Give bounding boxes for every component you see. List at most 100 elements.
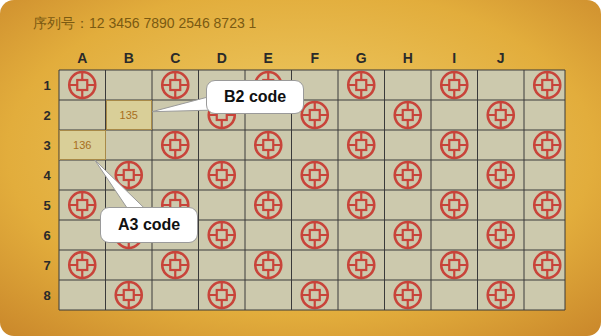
logo-ring bbox=[488, 282, 514, 308]
grid-ground bbox=[59, 70, 565, 310]
bank-logo bbox=[348, 192, 374, 218]
bank-logo bbox=[255, 252, 281, 278]
logo-ring bbox=[162, 132, 188, 158]
column-letter: A bbox=[77, 51, 87, 65]
logo-square bbox=[310, 110, 320, 120]
column-letter: D bbox=[217, 51, 227, 65]
grid-line bbox=[59, 70, 565, 71]
row-number: 7 bbox=[43, 259, 50, 272]
logo-square bbox=[496, 290, 506, 300]
logo-bars bbox=[441, 252, 467, 278]
callout-text: A3 code bbox=[118, 217, 180, 233]
bank-logo bbox=[69, 192, 95, 218]
logo-ring bbox=[209, 282, 235, 308]
callout-bubble: B2 code bbox=[206, 80, 304, 114]
bank-logo bbox=[534, 252, 560, 278]
logo-ring bbox=[209, 222, 235, 248]
logo-square bbox=[124, 170, 134, 180]
logo-bars bbox=[348, 192, 374, 218]
logo-square bbox=[356, 140, 366, 150]
bank-logo bbox=[488, 162, 514, 188]
logo-ring bbox=[255, 192, 281, 218]
logo-square bbox=[496, 230, 506, 240]
column-letter: I bbox=[452, 51, 456, 65]
logo-bars bbox=[302, 102, 328, 128]
logo-ring bbox=[441, 132, 467, 158]
logo-square bbox=[449, 80, 459, 90]
logo-bars bbox=[116, 282, 142, 308]
logo-bars bbox=[209, 222, 235, 248]
logo-square bbox=[263, 260, 273, 270]
logo-square bbox=[496, 170, 506, 180]
logo-ring bbox=[69, 252, 95, 278]
logo-bars bbox=[255, 252, 281, 278]
logo-ring bbox=[162, 72, 188, 98]
logo-square bbox=[310, 170, 320, 180]
code-cell: 135 bbox=[106, 100, 153, 130]
bank-logo bbox=[162, 252, 188, 278]
bank-logo bbox=[162, 72, 188, 98]
logo-square bbox=[542, 80, 552, 90]
callout-bubble: A3 code bbox=[100, 207, 198, 243]
logo-square bbox=[310, 230, 320, 240]
bank-logo bbox=[441, 252, 467, 278]
bank-logo bbox=[441, 192, 467, 218]
bank-logo bbox=[302, 282, 328, 308]
logo-bars bbox=[488, 282, 514, 308]
logo-square bbox=[356, 260, 366, 270]
logo-ring bbox=[395, 102, 421, 128]
logo-square bbox=[77, 260, 87, 270]
logo-square bbox=[124, 290, 134, 300]
logo-ring bbox=[116, 282, 142, 308]
logo-square bbox=[217, 170, 227, 180]
logo-bars bbox=[255, 132, 281, 158]
code-number: 135 bbox=[120, 110, 138, 121]
bank-logo bbox=[348, 252, 374, 278]
grid-line bbox=[59, 190, 565, 191]
code-number: 136 bbox=[73, 140, 91, 151]
logo-bars bbox=[302, 162, 328, 188]
grid-line bbox=[59, 160, 565, 161]
bank-logo bbox=[69, 72, 95, 98]
bank-logo bbox=[441, 72, 467, 98]
bank-logo bbox=[69, 252, 95, 278]
bank-logo bbox=[395, 102, 421, 128]
row-number: 1 bbox=[43, 79, 50, 92]
bank-logo bbox=[302, 222, 328, 248]
logo-ring bbox=[534, 252, 560, 278]
logo-bars bbox=[69, 252, 95, 278]
logo-bars bbox=[395, 102, 421, 128]
logo-bars bbox=[488, 102, 514, 128]
bank-logo bbox=[348, 72, 374, 98]
logo-square bbox=[542, 140, 552, 150]
logo-bars bbox=[441, 132, 467, 158]
logo-bars bbox=[255, 192, 281, 218]
column-letter: E bbox=[264, 51, 273, 65]
bank-logo bbox=[348, 132, 374, 158]
row-number: 3 bbox=[43, 139, 50, 152]
logo-bars bbox=[302, 222, 328, 248]
logo-bars bbox=[441, 72, 467, 98]
logo-bars bbox=[395, 222, 421, 248]
logo-square bbox=[403, 110, 413, 120]
logo-ring bbox=[348, 192, 374, 218]
bank-logo bbox=[116, 282, 142, 308]
bank-logo bbox=[488, 282, 514, 308]
logo-square bbox=[356, 80, 366, 90]
logo-ring bbox=[302, 282, 328, 308]
grid-line bbox=[59, 310, 565, 311]
logo-bars bbox=[348, 72, 374, 98]
logo-ring bbox=[302, 222, 328, 248]
logo-bars bbox=[395, 162, 421, 188]
logo-ring bbox=[488, 162, 514, 188]
logo-bars bbox=[162, 252, 188, 278]
serial-number: 序列号：12 3456 7890 2546 8723 1 bbox=[33, 16, 256, 30]
bank-logo bbox=[209, 222, 235, 248]
logo-square bbox=[217, 230, 227, 240]
row-number: 5 bbox=[43, 199, 50, 212]
